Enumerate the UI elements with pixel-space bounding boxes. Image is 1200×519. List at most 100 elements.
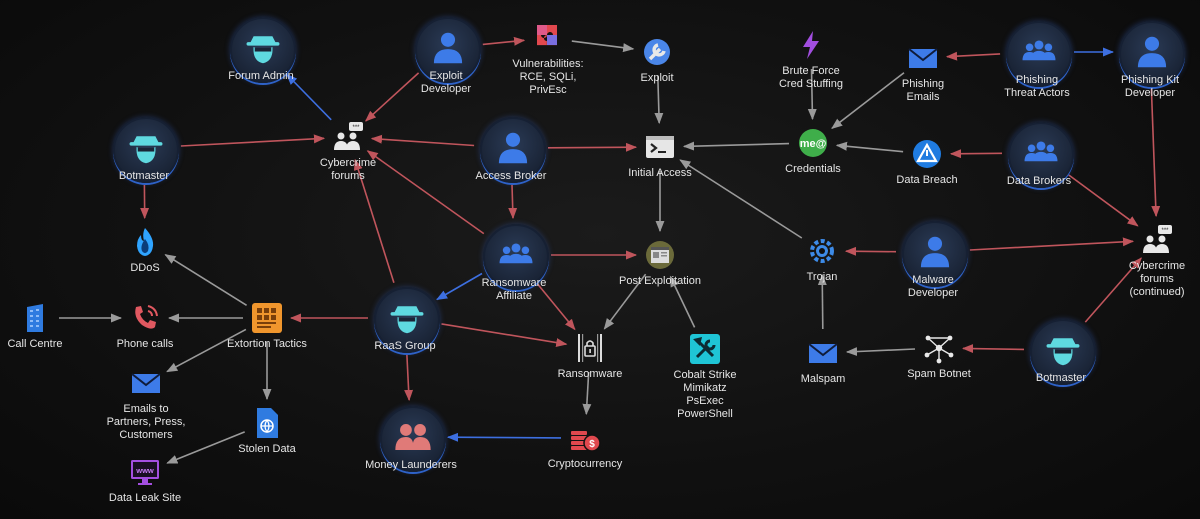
coins-icon: $ — [568, 421, 602, 455]
node-label: RaaS Group — [315, 340, 495, 353]
node-label-line: Emails to — [123, 403, 169, 415]
node-label-line: RaaS Group — [374, 340, 436, 352]
edge-malspam-to-trojan — [817, 273, 827, 330]
edge-access-broker-to-cyber-forums — [370, 134, 475, 147]
network-icon — [922, 331, 956, 365]
node-label: Initial Access — [570, 167, 750, 180]
node-label: Cryptocurrency — [495, 458, 675, 471]
edge-malware-dev-to-cyber-forums-cont — [969, 237, 1135, 251]
node-label-line: Access Broker — [475, 170, 547, 182]
node-label-line: RCE, SQLi, — [519, 71, 577, 83]
svg-text:www: www — [135, 466, 154, 475]
node-label-line: Initial Access — [628, 167, 692, 179]
group-icon — [499, 243, 533, 264]
node-label-line: Exploit — [429, 70, 463, 82]
svg-text:***: *** — [352, 125, 360, 131]
node-label: Malspam — [733, 373, 913, 386]
www-monitor-icon: www — [128, 455, 162, 489]
node-label-line: Cybercrime — [1128, 260, 1186, 272]
forum-icon: *** — [1140, 223, 1174, 257]
hacker-hat-icon — [1046, 338, 1080, 366]
node-label-line: Ransomware — [557, 368, 623, 380]
node-circle — [230, 17, 296, 83]
edge-ransomware-to-crypto — [582, 371, 592, 416]
terminal-icon — [643, 130, 677, 164]
building-icon — [18, 301, 52, 335]
edge-ransomware-aff-to-raas — [436, 272, 483, 301]
svg-text:$: $ — [589, 439, 595, 450]
edge-data-brokers-to-data-breach — [949, 149, 1003, 159]
node-label-line: Botmaster — [1035, 372, 1087, 384]
node-label-line: Forum Admin — [228, 70, 294, 82]
tools-icon — [688, 332, 722, 366]
edge-access-broker-to-initial-access — [547, 142, 638, 152]
warning-icon — [910, 137, 944, 171]
node-label-line: Phishing — [1015, 74, 1059, 86]
edge-data-brokers-to-cyber-forums-cont — [1068, 174, 1139, 227]
node-circle — [1006, 21, 1072, 87]
group-icon — [1024, 141, 1058, 162]
node-label: Stolen Data — [177, 443, 357, 456]
edge-credentials-to-initial-access — [682, 141, 790, 151]
node-label-line: Stolen Data — [238, 443, 296, 455]
node-label-line: Malspam — [800, 373, 846, 385]
edge-malware-dev-to-trojan — [844, 246, 897, 256]
node-circle — [374, 287, 440, 353]
puzzle-icon — [531, 21, 565, 55]
hacker-hat-icon — [390, 306, 424, 334]
flame-icon — [128, 225, 162, 259]
node-label-line: Botmaster — [118, 170, 170, 182]
edge-raas-to-ransomware — [441, 323, 568, 348]
node-label: Credentials — [723, 163, 903, 176]
edge-access-broker-to-ransomware-aff — [508, 184, 518, 220]
browser-icon — [643, 238, 677, 272]
node-label: Extortion Tactics — [177, 338, 357, 351]
node-label-line: Data Brokers — [1006, 175, 1072, 187]
node-label: Data Leak Site — [55, 492, 235, 505]
node-label-line: Brute Force — [782, 65, 840, 77]
edge-extortion-to-ddos — [164, 254, 248, 306]
node-label-line: Mimikatz — [683, 382, 727, 394]
hacker-hat-icon — [246, 36, 280, 64]
node-circle — [380, 406, 446, 472]
node-label-line: Developer — [1124, 87, 1176, 99]
node-label-line: Vulnerabilities: — [512, 58, 584, 70]
node-label-line: Call Centre — [7, 338, 63, 350]
node-label-line: Malware — [912, 274, 954, 286]
node-label: Money Launderers — [321, 459, 501, 472]
node-label: DDoS — [55, 262, 235, 275]
node-label-line: Emails — [906, 91, 940, 103]
node-label-line: forums — [1140, 273, 1174, 285]
node-label: Forum Admin — [171, 70, 351, 83]
credentials-icon: me@ — [796, 126, 830, 160]
person-icon — [498, 132, 528, 164]
node-circle — [1008, 122, 1074, 188]
envelope-icon — [129, 366, 163, 400]
node-label-line: Exploit — [640, 72, 674, 84]
node-label: Call Centre — [0, 338, 125, 351]
extortion-icon — [250, 301, 284, 335]
edge-spam-botnet-to-malspam — [845, 347, 916, 357]
node-circle — [902, 221, 968, 287]
edge-raas-to-cyber-forums — [353, 158, 395, 283]
node-label-line: PowerShell — [677, 408, 733, 420]
node-label-line: Phishing — [901, 78, 945, 90]
lock-icon — [573, 331, 607, 365]
node-label: Ransomware — [500, 368, 680, 381]
node-label-line: forums — [331, 170, 365, 182]
edge-trojan-to-initial-access — [679, 159, 803, 239]
node-label: Phone calls — [55, 338, 235, 351]
node-label-line: Trojan — [806, 271, 838, 283]
node-label: Vulnerabilities:RCE, SQLi,PrivEsc — [458, 58, 638, 97]
node-label-line: PrivEsc — [529, 84, 567, 96]
node-circle — [480, 117, 546, 183]
node-label-line: Developer — [907, 287, 959, 299]
edge-exploit-to-initial-access — [654, 75, 664, 125]
node-label-line: Extortion Tactics — [227, 338, 307, 350]
node-label-line: Threat Actors — [1004, 87, 1070, 99]
edge-ransomware-aff-to-cyber-forums — [366, 150, 485, 235]
svg-text:me@: me@ — [800, 138, 827, 150]
